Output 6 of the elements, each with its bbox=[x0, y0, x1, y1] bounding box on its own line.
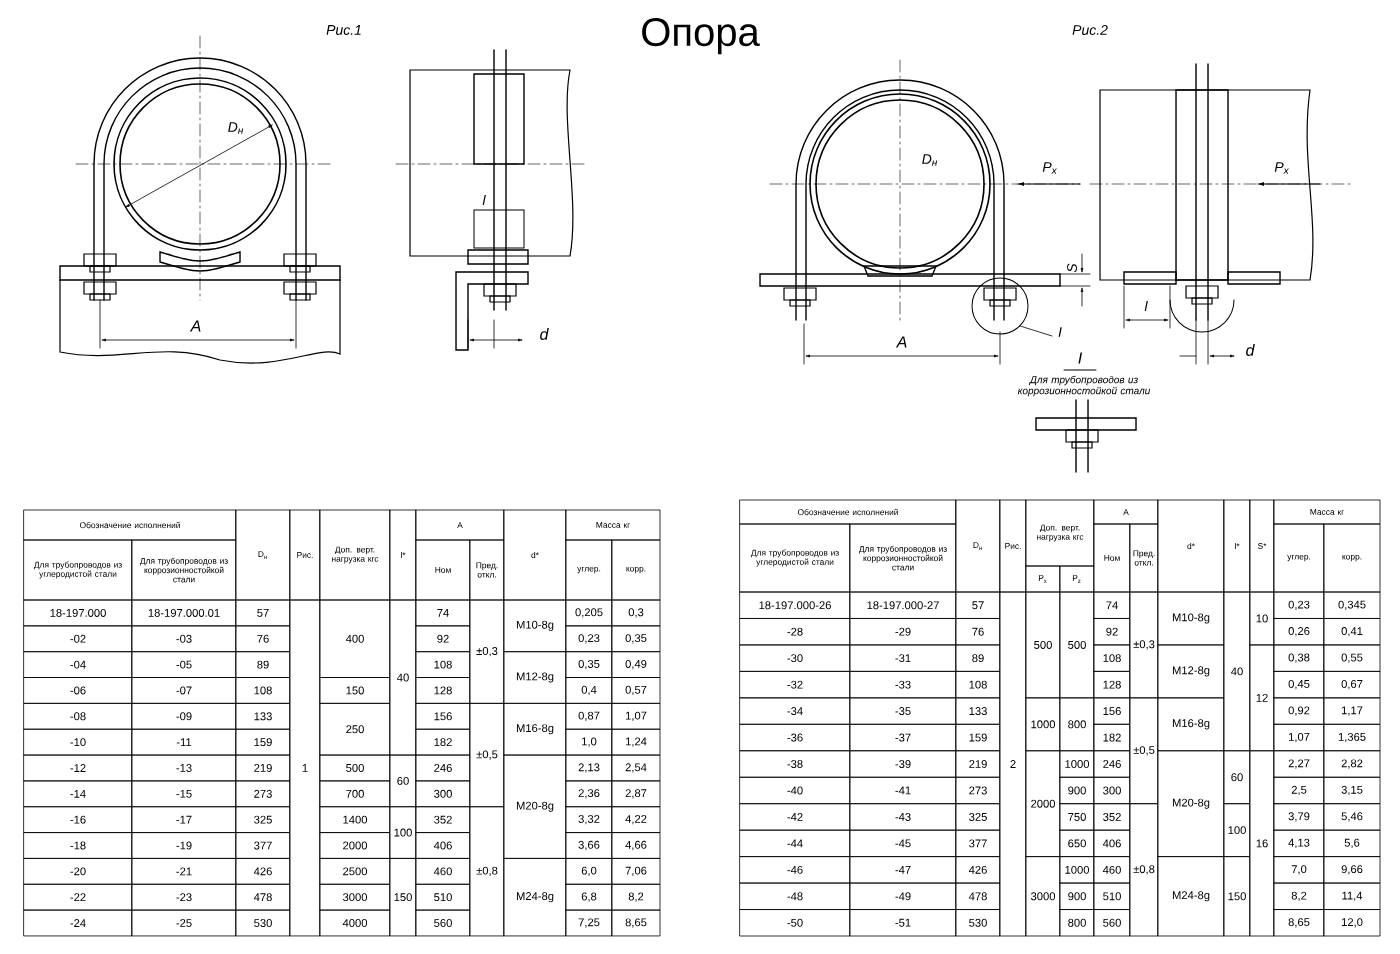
title: Опора bbox=[642, 17, 760, 55]
dimension-label: d bbox=[540, 328, 549, 340]
dimension-label: A bbox=[895, 336, 907, 348]
dimension-label: A bbox=[189, 320, 201, 332]
dimension-label: d bbox=[1246, 344, 1255, 356]
callout-label: I bbox=[1078, 352, 1083, 364]
